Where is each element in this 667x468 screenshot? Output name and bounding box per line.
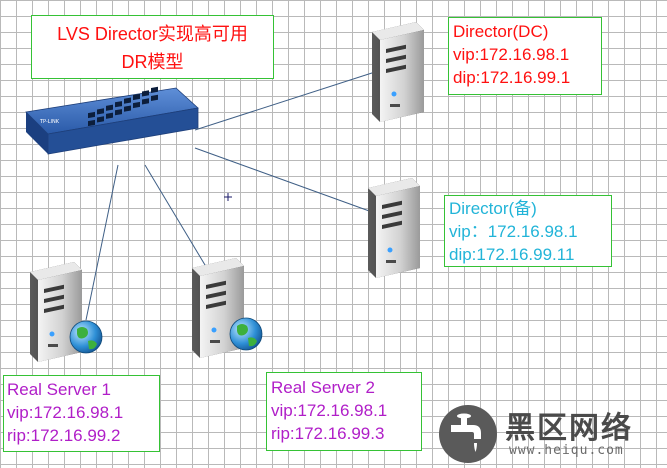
real-server-2-vip: vip:172.16.98.1 [271, 401, 388, 420]
director-dc-label: Director(DC) vip:172.16.98.1 dip:172.16.… [448, 17, 602, 95]
svg-text:TP-LINK: TP-LINK [39, 119, 60, 125]
diagram-title-box: LVS Director实现高可用 DR模型 [31, 15, 274, 79]
server-tower-icon [368, 178, 420, 278]
globe-icon [229, 317, 263, 351]
server-tower-icon [372, 22, 424, 122]
real-server-1-vip: vip:172.16.98.1 [7, 403, 124, 422]
director-backup-vip: vip：172.16.98.1 [449, 222, 578, 241]
real-server-2-name: Real Server 2 [271, 378, 375, 397]
real-server-1-rip: rip:172.16.99.2 [7, 426, 121, 445]
real-server-1-label: Real Server 1 vip:172.16.98.1 rip:172.16… [3, 375, 160, 452]
real-server-2-label: Real Server 2 vip:172.16.98.1 rip:172.16… [266, 372, 422, 451]
director-backup-dip: dip:172.16.99.11 [449, 245, 575, 264]
watermark-title: 黑区网络 [505, 411, 633, 446]
diagram-title: LVS Director实现高可用 [57, 24, 248, 44]
link-switch-to-director-dc [194, 71, 376, 131]
real-server-1-name: Real Server 1 [7, 380, 111, 399]
diagram-subtitle: DR模型 [121, 52, 184, 72]
watermark-url: www.heiqu.com [509, 443, 624, 458]
crosshair-marker [224, 193, 232, 201]
director-dc-vip: vip:172.16.98.1 [453, 45, 570, 64]
director-dc-name: Director(DC) [453, 22, 549, 41]
director-dc-dip: dip:172.16.99.1 [453, 68, 571, 87]
network-switch-icon: TP-LINK [25, 86, 199, 155]
director-backup-label: Director(备) vip：172.16.98.1 dip:172.16.9… [444, 195, 612, 267]
watermark: 黑区网络 www.heiqu.com [435, 403, 665, 465]
link-switch-to-real-server-1 [85, 164, 119, 321]
real-server-2-rip: rip:172.16.99.3 [271, 424, 385, 443]
globe-icon [69, 320, 103, 354]
director-backup-name: Director(备) [449, 199, 537, 218]
faucet-logo-icon [439, 405, 497, 463]
link-switch-to-director-backup [194, 147, 373, 213]
